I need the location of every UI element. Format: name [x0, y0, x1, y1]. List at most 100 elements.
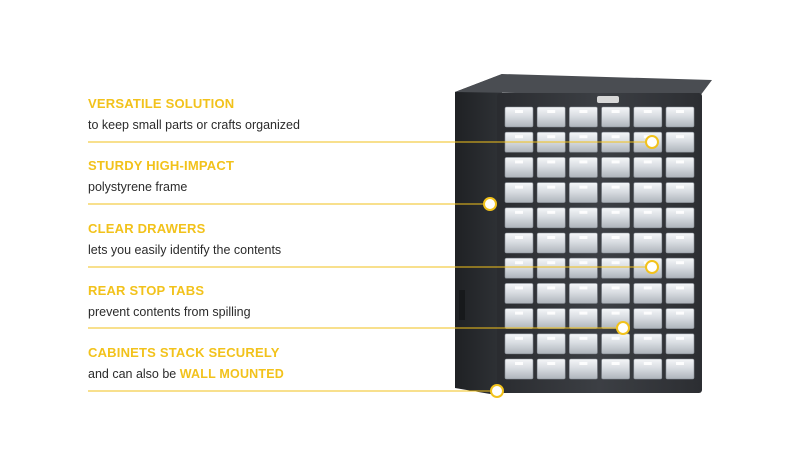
drawer-pull: [579, 135, 588, 139]
feature-versatile: VERSATILE SOLUTION to keep small parts o…: [88, 96, 300, 133]
drawer-pull: [547, 261, 556, 265]
feature-clear-drawers: CLEAR DRAWERS lets you easily identify t…: [88, 221, 281, 258]
drawer-pull: [676, 110, 684, 113]
drawer: [601, 333, 630, 355]
drawer: [665, 207, 695, 229]
drawer-pull: [515, 236, 523, 239]
drawer-pull: [676, 336, 684, 340]
drawer: [536, 157, 566, 178]
drawer-pull: [515, 210, 523, 214]
drawer-pull: [611, 236, 620, 239]
drawer: [536, 182, 566, 203]
drawer-pull: [676, 160, 684, 164]
drawer-pull: [611, 311, 620, 315]
drawer: [665, 131, 695, 153]
drawer: [601, 232, 630, 254]
drawer: [601, 106, 630, 128]
callout-dot-stack: [490, 384, 504, 398]
drawer-pull: [676, 362, 684, 365]
drawer: [569, 283, 598, 304]
drawer-pull: [547, 286, 556, 290]
drawer: [504, 257, 534, 279]
drawer: [633, 283, 663, 304]
drawer: [633, 308, 663, 329]
drawer: [569, 358, 598, 380]
drawer: [665, 182, 695, 203]
drawer: [633, 182, 663, 203]
drawer-pull: [676, 185, 684, 189]
feature-stack: CABINETS STACK SECURELY and can also be …: [88, 345, 284, 382]
feature-desc: to keep small parts or crafts organized: [88, 118, 300, 132]
drawer: [536, 257, 566, 279]
drawer-pull: [643, 286, 652, 290]
drawer-pull: [643, 160, 652, 164]
drawer-pull: [547, 336, 556, 340]
drawer-pull: [547, 160, 556, 164]
drawer-pull: [643, 185, 652, 189]
drawer-pull: [515, 362, 523, 365]
drawer-pull: [515, 110, 523, 113]
feature-title: CABINETS STACK SECURELY: [88, 345, 280, 360]
drawer-pull: [515, 160, 523, 164]
drawer-pull: [547, 236, 556, 239]
feature-desc-prefix: and can also be: [88, 367, 180, 381]
drawer-pull: [643, 362, 652, 365]
drawer-pull: [643, 210, 652, 214]
drawer: [665, 283, 695, 304]
drawer: [601, 358, 630, 380]
drawer: [665, 333, 695, 355]
drawer: [569, 106, 598, 128]
drawer: [504, 157, 534, 178]
drawer: [569, 157, 598, 178]
drawer: [601, 257, 630, 279]
feature-desc: prevent contents from spilling: [88, 305, 251, 319]
drawer-pull: [611, 362, 620, 365]
drawer-pull: [611, 210, 620, 214]
drawer-pull: [579, 261, 588, 265]
drawer: [536, 232, 566, 254]
callout-dot-sturdy: [483, 197, 497, 211]
drawer-pull: [579, 160, 588, 164]
drawer: [665, 232, 695, 254]
drawer: [665, 358, 695, 380]
drawer-pull: [579, 185, 588, 189]
drawer-pull: [515, 311, 523, 315]
drawer-pull: [547, 185, 556, 189]
drawer-pull: [547, 311, 556, 315]
drawer: [504, 333, 534, 355]
drawer-pull: [676, 286, 684, 290]
callout-dot-versatile: [645, 135, 659, 149]
drawer: [665, 308, 695, 329]
drawer-pull: [676, 261, 684, 265]
drawer-pull: [611, 261, 620, 265]
drawer: [633, 333, 663, 355]
drawer: [665, 157, 695, 178]
drawer: [633, 157, 663, 178]
drawer: [601, 207, 630, 229]
feature-title: CLEAR DRAWERS: [88, 221, 206, 236]
drawer: [633, 106, 663, 128]
drawer-pull: [515, 261, 523, 265]
drawer-pull: [579, 362, 588, 365]
drawer-pull: [547, 210, 556, 214]
brand-logo: [597, 96, 619, 103]
drawer-pull: [643, 336, 652, 340]
drawer-pull: [579, 110, 588, 113]
drawer: [601, 283, 630, 304]
drawer-pull: [676, 236, 684, 239]
drawer: [504, 106, 534, 128]
drawer-pull: [643, 236, 652, 239]
feature-title: VERSATILE SOLUTION: [88, 96, 235, 111]
drawer: [536, 106, 566, 128]
drawer-pull: [579, 210, 588, 214]
feature-desc-highlight: WALL MOUNTED: [179, 367, 284, 381]
drawer-pull: [611, 110, 620, 113]
drawer: [569, 207, 598, 229]
feature-desc: and can also be WALL MOUNTED: [88, 366, 284, 382]
cabinet-side-panel: [455, 74, 502, 396]
drawer: [633, 232, 663, 254]
drawer: [536, 283, 566, 304]
drawer: [536, 308, 566, 329]
drawer-pull: [611, 286, 620, 290]
